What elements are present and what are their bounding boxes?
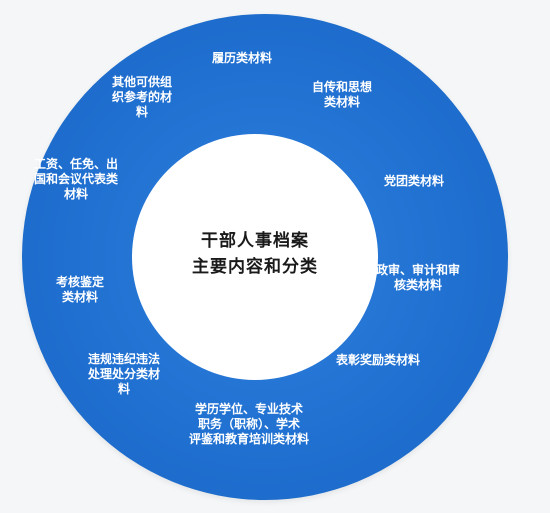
segment-line: 类材料 bbox=[62, 290, 99, 304]
segment-salary-appointment-materials: 工资、任免、出 国和会议代表类 材料 bbox=[34, 157, 118, 202]
segment-line: 违规违纪违法 bbox=[88, 352, 161, 366]
segment-party-league-materials: 党团类材料 bbox=[384, 174, 444, 189]
segment-line: 表彰奖励类材料 bbox=[336, 353, 421, 367]
segment-disciplinary-materials: 违规违纪违法 处理处分类材 料 bbox=[88, 352, 160, 397]
segment-line: 料 bbox=[136, 105, 149, 119]
segment-line: 学历学位、专业技术 bbox=[195, 402, 304, 416]
segment-line: 评鉴和教育培训类材料 bbox=[189, 432, 310, 446]
center-title-line-2: 主要内容和分类 bbox=[192, 257, 318, 277]
segment-line: 处理处分类材 bbox=[88, 367, 161, 381]
segment-line: 考核鉴定 bbox=[56, 275, 105, 289]
segment-line: 材料 bbox=[64, 187, 89, 201]
segment-line: 工资、任免、出 bbox=[34, 157, 119, 171]
segment-line: 织参考的材 bbox=[112, 90, 173, 104]
segment-line: 料 bbox=[118, 382, 131, 396]
segment-line: 国和会议代表类 bbox=[34, 172, 119, 186]
segment-political-review-materials: 政审、审计和审 核类材料 bbox=[376, 263, 460, 293]
center-title-line-1: 干部人事档案 bbox=[201, 231, 309, 251]
segment-resume-materials: 履历类材料 bbox=[212, 51, 272, 66]
segment-line: 履历类材料 bbox=[212, 51, 273, 65]
segment-line: 类材料 bbox=[324, 95, 361, 109]
center-circle bbox=[132, 134, 378, 380]
center-title: 干部人事档案 主要内容和分类 bbox=[170, 228, 340, 280]
segment-line: 其他可供组 bbox=[112, 75, 173, 89]
segment-other-reference-materials: 其他可供组 织参考的材 料 bbox=[112, 75, 172, 120]
segment-autobiography-materials: 自传和思想 类材料 bbox=[312, 80, 372, 110]
segment-education-materials: 学历学位、专业技术 职务（职称）、学术 评鉴和教育培训类材料 bbox=[189, 402, 309, 447]
segment-line: 职务（职称）、学术 bbox=[198, 417, 301, 431]
segment-commendation-materials: 表彰奖励类材料 bbox=[336, 353, 420, 368]
segment-line: 政审、审计和审 bbox=[376, 263, 461, 277]
segment-line: 自传和思想 bbox=[312, 80, 373, 94]
segment-assessment-materials: 考核鉴定 类材料 bbox=[56, 275, 104, 305]
segment-line: 党团类材料 bbox=[384, 174, 445, 188]
segment-line: 核类材料 bbox=[394, 278, 443, 292]
